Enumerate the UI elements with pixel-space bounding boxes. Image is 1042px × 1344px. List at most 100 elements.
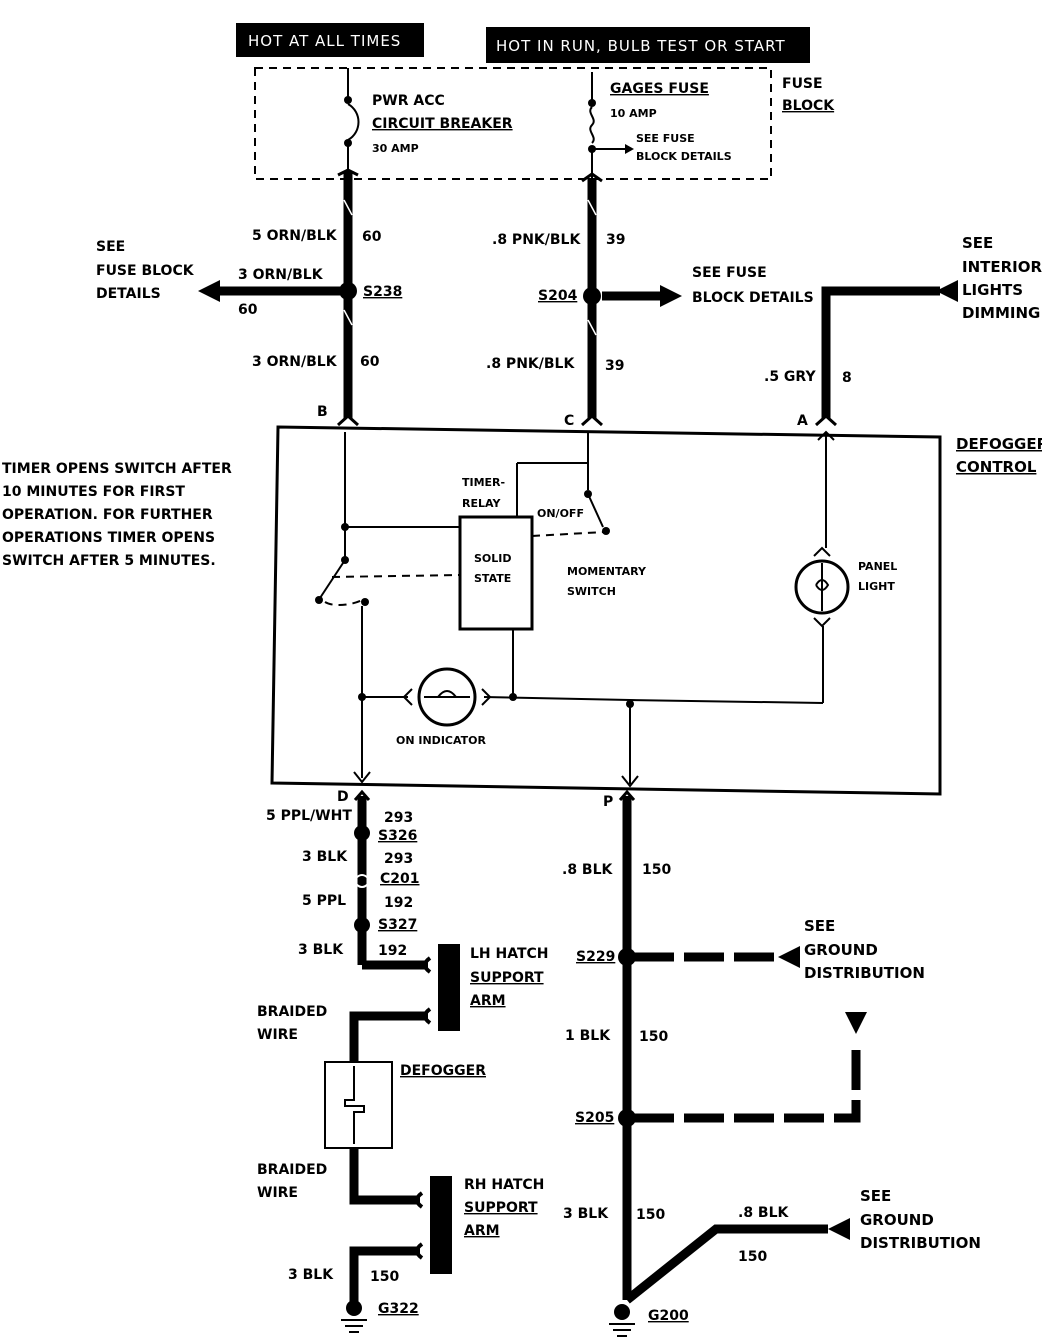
wire-p-circuit-1: 150 [642, 862, 671, 878]
note-line-2: 10 MINUTES FOR FIRST [2, 484, 185, 500]
ground-g322-icon [341, 1300, 367, 1333]
note-line-1: TIMER OPENS SWITCH AFTER [2, 461, 232, 477]
splice-s229 [618, 948, 636, 966]
ground-dist-label-2: DISTRIBUTION [804, 964, 925, 982]
rh-hatch-label-2: SUPPORT [464, 1200, 538, 1216]
wire-c-upper-label: .8 PNK/BLK [492, 232, 581, 248]
on-off-label: ON/OFF [537, 507, 584, 520]
braided-wire-label-2: BRAIDED [257, 1162, 327, 1178]
wire-b-upper-circuit: 60 [362, 229, 382, 245]
note-line-5: SWITCH AFTER 5 MINUTES. [2, 553, 216, 569]
wire-g322-label: 3 BLK [288, 1267, 334, 1283]
gages-fuse-label: GAGES FUSE [610, 81, 709, 97]
panel-light-bulb-icon [794, 546, 850, 628]
splice-s327-label: S327 [378, 917, 417, 933]
splice-s229-label: S229 [576, 949, 615, 965]
ground-g200-icon [609, 1304, 635, 1337]
timer-relay-label-2: RELAY [462, 497, 501, 510]
terminal-d: D [337, 789, 349, 805]
splice-s326-label: S326 [378, 828, 417, 844]
rh-hatch-label-3: ARM [464, 1223, 500, 1239]
wire-a-label: .5 GRY [764, 369, 816, 385]
header-hot-at-all-times-text: HOT AT ALL TIMES [248, 32, 401, 50]
rh-hatch-label: RH HATCH [464, 1177, 544, 1193]
splice-s326 [354, 825, 370, 841]
wire-g322-circuit: 150 [370, 1269, 399, 1285]
wire-b-upper-label: 5 ORN/BLK [252, 228, 338, 244]
defogger-control-label: DEFOGGER [956, 435, 1042, 453]
ground-g322-label: G322 [378, 1301, 419, 1317]
gages-fuse-rating: 10 AMP [610, 107, 657, 120]
panel-light-label-2: LIGHT [858, 580, 895, 593]
terminal-c: C [564, 413, 574, 429]
wire-a [814, 280, 958, 427]
header-hot-in-run: HOT IN RUN, BULB TEST OR START [486, 27, 810, 63]
wire-d-label-4: 3 BLK [298, 942, 344, 958]
ground-dist2-label: GROUND [860, 1211, 934, 1229]
lh-hatch-label: LH HATCH [470, 946, 549, 962]
interior-lights-label: LIGHTS [962, 281, 1023, 299]
wire-p-circuit-2: 150 [639, 1029, 668, 1045]
wire-d-circuit-2: 293 [384, 851, 413, 867]
ground-dist2-label-2: DISTRIBUTION [860, 1234, 981, 1252]
lh-hatch-label-3: ARM [470, 993, 506, 1009]
momentary-switch-label-2: SWITCH [567, 585, 616, 598]
wire-d-label-2: 3 BLK [302, 849, 348, 865]
momentary-switch-label: MOMENTARY [567, 565, 647, 578]
splice-s327 [354, 917, 370, 933]
wire-d-circuit-4: 192 [378, 943, 407, 959]
interior-label: INTERIOR [962, 258, 1042, 276]
terminal-a: A [797, 413, 808, 429]
defogger-control-label-2: CONTROL [956, 458, 1037, 476]
splice-s238-label: S238 [363, 284, 402, 300]
internal-circuit [315, 430, 835, 788]
wire-p-chain [618, 789, 867, 1304]
lh-hatch-arm [349, 944, 460, 1062]
wire-c-lower-circuit: 39 [605, 358, 624, 374]
defogger-label: DEFOGGER [400, 1063, 486, 1079]
splice-s205 [618, 1109, 636, 1127]
braided-wire-label-2b: WIRE [257, 1185, 298, 1201]
see-fuse-note: SEE FUSE [636, 132, 695, 145]
braided-wire-label-1b: WIRE [257, 1027, 298, 1043]
header-hot-in-run-text: HOT IN RUN, BULB TEST OR START [496, 37, 786, 55]
right-see-fuse-label: SEE FUSE [692, 265, 767, 281]
circuit-breaker-symbol [344, 68, 360, 179]
wire-c-lower-label: .8 PNK/BLK [486, 356, 575, 372]
wire-b-lower-label: 3 ORN/BLK [252, 354, 338, 370]
on-indicator-bulb-icon [402, 667, 492, 727]
panel-light-label: PANEL [858, 560, 897, 573]
left-details-label: DETAILS [96, 286, 161, 302]
right-block-details-label: BLOCK DETAILS [692, 290, 814, 306]
fuse-block-label: FUSE [782, 76, 823, 92]
left-branch-wire: 3 ORN/BLK [238, 267, 324, 283]
solid-state-label: SOLID [474, 552, 512, 565]
ground-dist-see-label: SEE [804, 917, 835, 935]
fuse-block-label-2: BLOCK [782, 98, 835, 114]
wire-p-label-2: 1 BLK [565, 1028, 611, 1044]
terminal-p: P [603, 794, 613, 810]
splice-s205-label: S205 [575, 1110, 614, 1126]
wire-b-lower-circuit: 60 [360, 354, 380, 370]
defogger-element [324, 1061, 420, 1205]
splice-s238 [339, 282, 357, 300]
wire-branch-label: .8 BLK [738, 1205, 790, 1221]
solid-state-label-2: STATE [474, 572, 511, 585]
ground-dist2-see-label: SEE [860, 1187, 891, 1205]
left-fuse-block-label: FUSE BLOCK [96, 263, 195, 279]
on-indicator-label: ON INDICATOR [396, 734, 486, 747]
header-hot-at-all-times: HOT AT ALL TIMES [236, 23, 424, 57]
defogger-control-box [270, 425, 942, 796]
wire-c-upper-circuit: 39 [606, 232, 625, 248]
breaker-name: PWR ACC [372, 93, 445, 109]
ground-g200-label: G200 [648, 1308, 689, 1324]
note-line-4: OPERATIONS TIMER OPENS [2, 530, 215, 546]
splice-s204 [583, 287, 601, 305]
wire-d-label-3: 5 PPL [302, 893, 346, 909]
wire-branch-circuit: 150 [738, 1249, 767, 1265]
breaker-rating: 30 AMP [372, 142, 419, 155]
wire-d-label-1: 5 PPL/WHT [266, 808, 352, 824]
wire-p-label-3: 3 BLK [563, 1206, 609, 1222]
fuse-block-outline [254, 67, 772, 180]
